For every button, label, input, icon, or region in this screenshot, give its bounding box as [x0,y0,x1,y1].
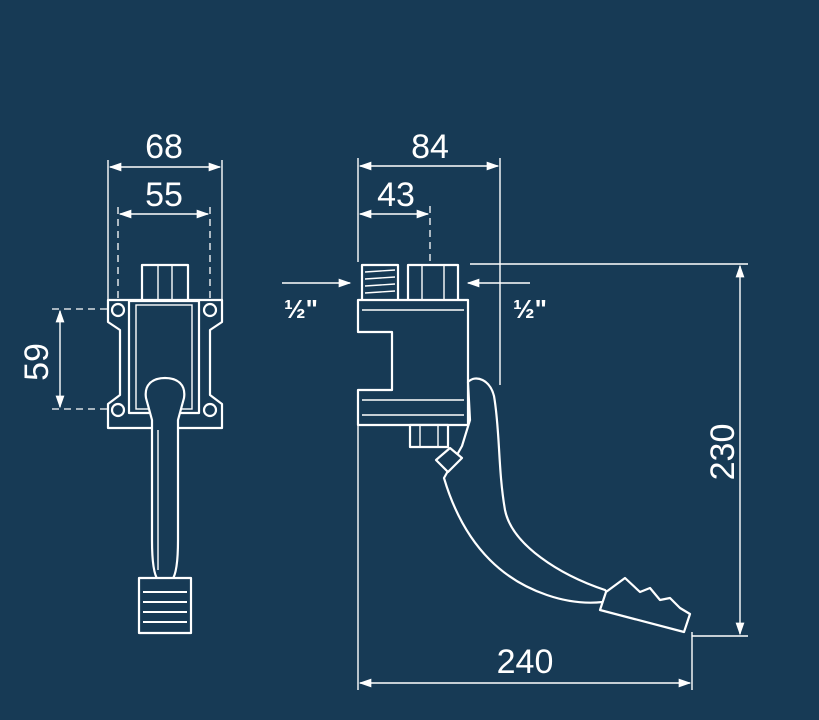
front-foot-pad [137,576,193,635]
side-valve-body [356,298,470,427]
thread-line [364,269,396,273]
dim-230-label: 230 [704,424,742,481]
dim-55-label: 55 [145,176,183,214]
side-view: 84 43 ½" ½" [282,128,748,690]
side-nut-connector [406,263,460,303]
thread-line [364,290,396,294]
side-spindle [408,423,450,449]
front-mounting-hole [202,302,218,318]
front-view: 68 55 59 [18,128,224,635]
dim-240-label: 240 [497,643,554,681]
front-pedal-lever [144,376,186,582]
front-mounting-hole [110,302,126,318]
inlet-right-label: ½" [513,294,547,324]
dim-43-label: 43 [377,176,415,214]
side-foot-pad [598,576,692,634]
side-pedal-lever [442,377,617,604]
dim-68-label: 68 [145,128,183,166]
front-mounting-hole [110,402,126,418]
front-mounting-hole [202,402,218,418]
front-top-connector [140,263,190,303]
thread-line [364,283,396,287]
thread-line [364,276,396,280]
side-pedal-pin [434,446,464,474]
dim-84-label: 84 [411,128,449,166]
dim-59-label: 59 [18,343,56,381]
inlet-left-label: ½" [284,294,318,324]
